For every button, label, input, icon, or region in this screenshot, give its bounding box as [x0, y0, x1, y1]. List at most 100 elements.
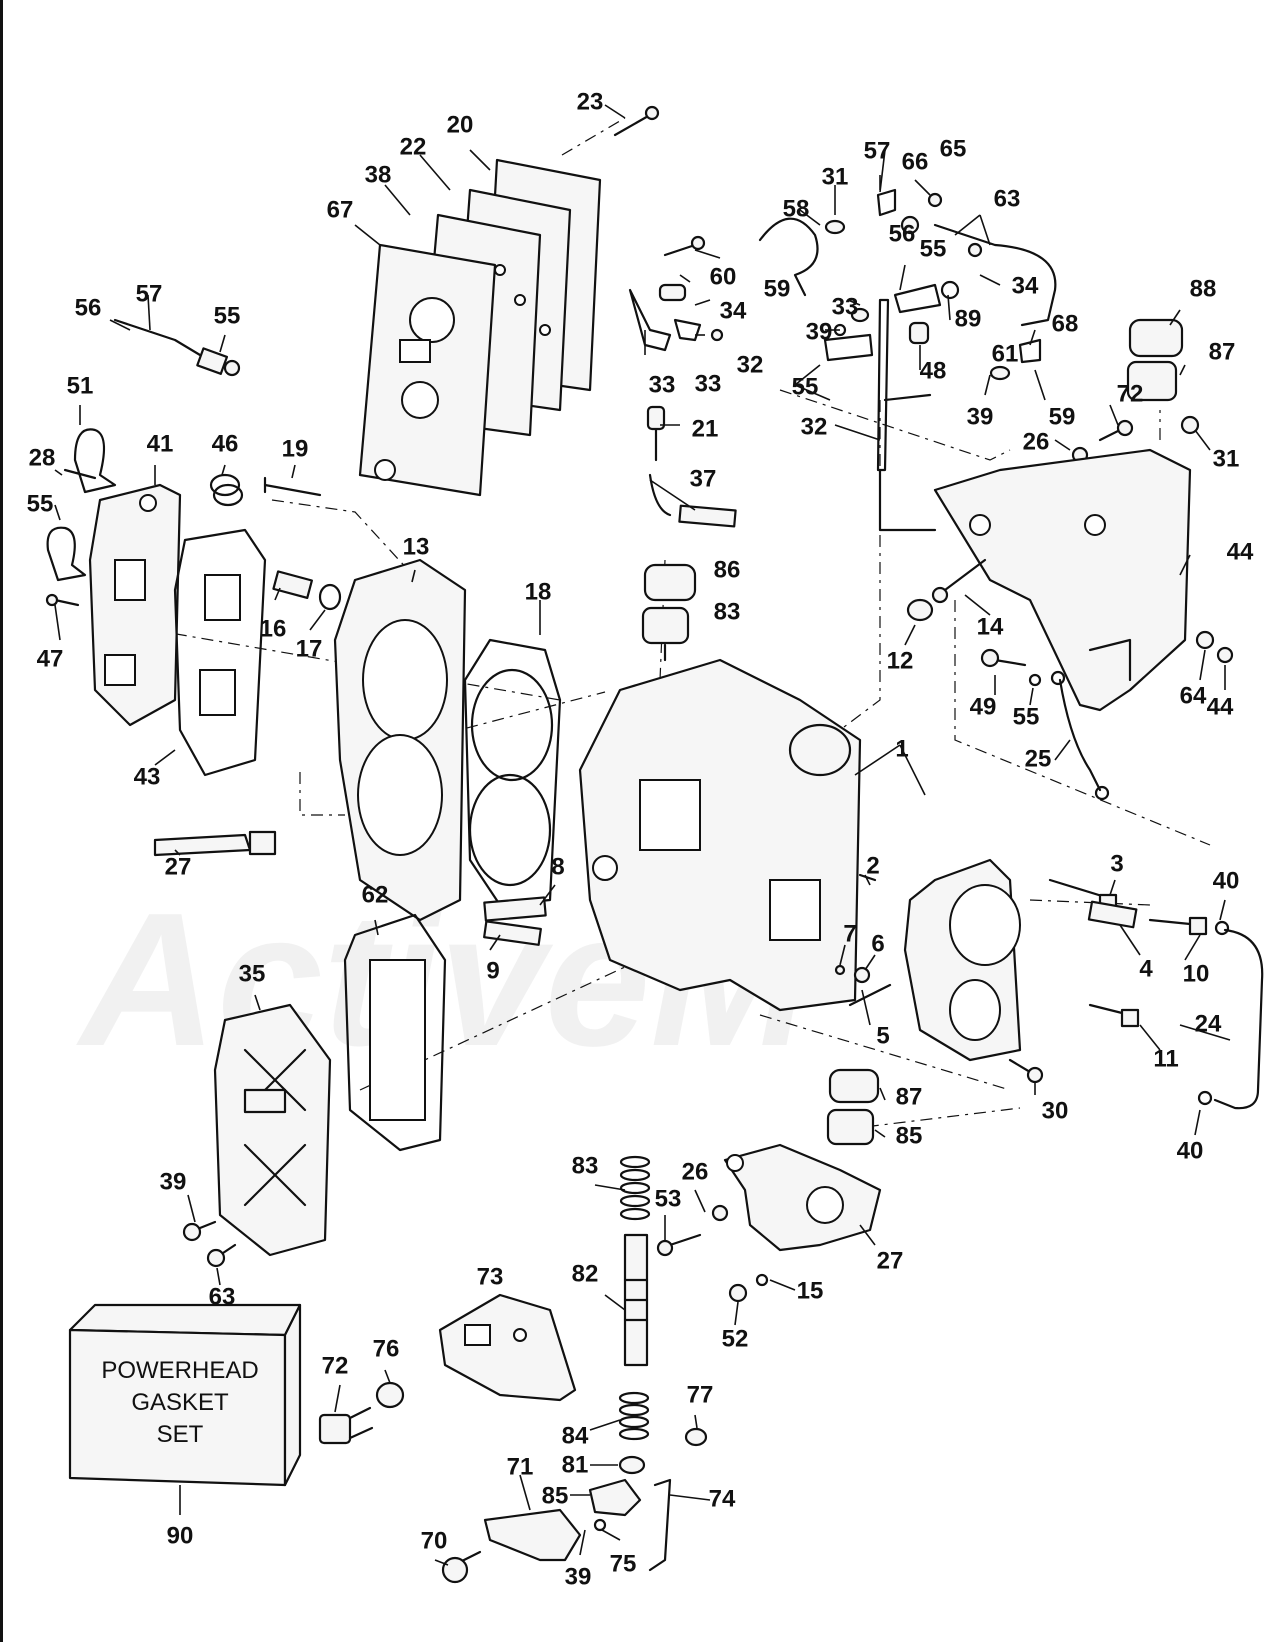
- callout: 26: [682, 1158, 709, 1185]
- mount-87-right: [1126, 360, 1178, 402]
- gasket-set-line-3: SET: [157, 1421, 204, 1448]
- callout: 22: [400, 133, 427, 160]
- dowel-8: [483, 896, 547, 922]
- callout: 33: [695, 370, 722, 397]
- callout: 44: [1207, 693, 1234, 720]
- dowel-4: [1087, 900, 1138, 929]
- bolt-76: [318, 1406, 374, 1445]
- gasket-49: [173, 528, 267, 777]
- screw-34-left: [710, 328, 724, 342]
- callout: 46: [212, 430, 239, 457]
- gasket-set-box: [68, 1303, 302, 1487]
- mount-87-lower: [826, 1108, 875, 1146]
- callout: 59: [1049, 403, 1076, 430]
- callout: 55: [214, 302, 241, 329]
- callout: 60: [710, 263, 737, 290]
- washer-33-upper: [824, 219, 846, 235]
- callout: 3: [1110, 850, 1123, 877]
- washer-17: [318, 583, 342, 611]
- bolt-47: [980, 648, 1027, 668]
- bolt-53: [656, 1233, 702, 1257]
- callout: 32: [737, 351, 764, 378]
- callout: 87: [1209, 338, 1236, 365]
- callout: 72: [1117, 380, 1144, 407]
- left-border: [0, 0, 3, 1642]
- callout: 39: [967, 403, 994, 430]
- bushing-48: [908, 321, 930, 345]
- callout: 5: [876, 1022, 889, 1049]
- callout: 53: [655, 1185, 682, 1212]
- callout: 43: [134, 763, 161, 790]
- bracket-36: [673, 318, 702, 342]
- callout: 52: [722, 1325, 749, 1352]
- screw-52: [45, 593, 80, 607]
- pin-2: [858, 873, 877, 882]
- callout: 40: [1177, 1137, 1204, 1164]
- ground-wire-25: [1050, 670, 1110, 801]
- callout: 37: [690, 465, 717, 492]
- washer-64: [1195, 630, 1215, 650]
- nut-6: [853, 966, 871, 984]
- callout: 39: [806, 318, 833, 345]
- callout: 88: [1190, 275, 1217, 302]
- callout: 59: [764, 275, 791, 302]
- callout: 24: [1195, 1010, 1222, 1037]
- callout: 38: [365, 161, 392, 188]
- screw-34-right: [967, 242, 983, 258]
- callout: 33: [649, 371, 676, 398]
- callout: 10: [1183, 960, 1210, 987]
- callout: 51: [67, 372, 94, 399]
- nut-32: [1180, 415, 1200, 435]
- crankcase-cover: [903, 858, 1022, 1062]
- callout: 57: [136, 280, 163, 307]
- sensor-61: [113, 318, 241, 377]
- bolt-10: [1148, 916, 1208, 936]
- callout: 71: [507, 1453, 534, 1480]
- callout: 4: [1139, 955, 1153, 982]
- callout: 81: [562, 1451, 589, 1478]
- callout: 86: [714, 556, 741, 583]
- clip-37: [658, 283, 687, 302]
- clamp-40-upper: [1214, 920, 1230, 936]
- spark-plug-27: [153, 830, 277, 857]
- washer-15: [755, 1273, 769, 1287]
- callout: 55: [920, 235, 947, 262]
- bolt-74: [1098, 419, 1134, 442]
- callout: 55: [27, 490, 54, 517]
- callout: 41: [147, 430, 174, 457]
- callout: 77: [687, 1381, 714, 1408]
- callout: 2: [866, 852, 879, 879]
- callout: 85: [542, 1482, 569, 1509]
- callout: 32: [801, 413, 828, 440]
- callout: 9: [486, 957, 499, 984]
- callout: 28: [29, 444, 56, 471]
- callout: 15: [797, 1277, 824, 1304]
- callout: 27: [877, 1247, 904, 1274]
- callout: 82: [572, 1260, 599, 1287]
- bolt-30: [1008, 1058, 1044, 1084]
- link-55-lower: [823, 333, 874, 362]
- callout: 66: [902, 148, 929, 175]
- callout: 64: [1180, 682, 1207, 709]
- callout: 34: [1012, 272, 1039, 299]
- callout: 65: [940, 135, 967, 162]
- mount-88-lower: [828, 1068, 880, 1104]
- gasket-71: [343, 913, 447, 1152]
- bolt-75: [441, 1550, 482, 1584]
- washer-89: [940, 280, 960, 300]
- clip-68-lower: [1018, 338, 1042, 364]
- bracket-35: [628, 288, 672, 352]
- rod-67: [933, 223, 1057, 327]
- callout: 44: [1227, 538, 1254, 565]
- callout: 63: [209, 1283, 236, 1310]
- callout: 55: [1013, 703, 1040, 730]
- bolt-19: [263, 476, 322, 497]
- cam-86: [588, 1478, 642, 1517]
- callout: 47: [37, 645, 64, 672]
- callout: 48: [920, 357, 947, 384]
- link-55-upper: [893, 283, 942, 314]
- gasket-set-line-2: GASKET: [131, 1389, 229, 1416]
- cylinder-block: [578, 658, 862, 1012]
- callout: 31: [822, 163, 849, 190]
